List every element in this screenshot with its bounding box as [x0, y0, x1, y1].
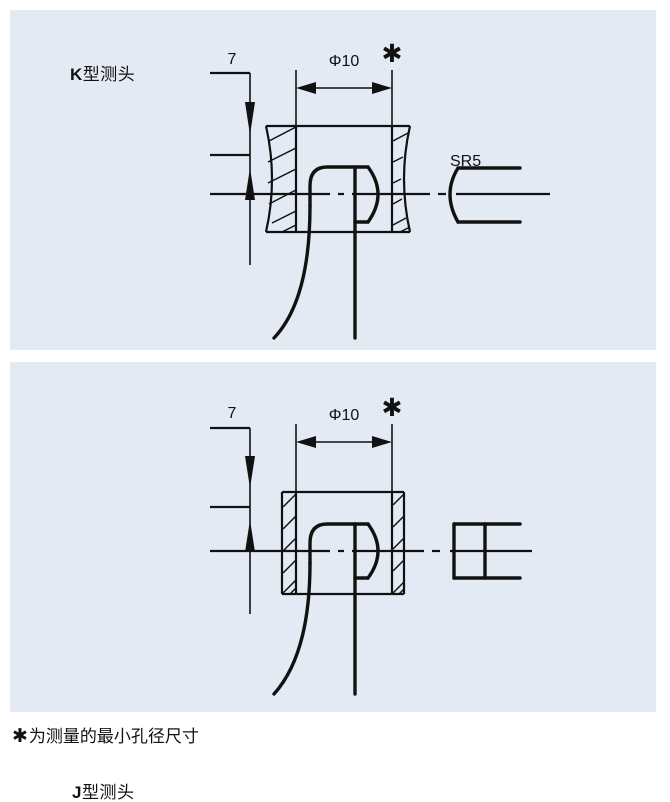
k-probe-hook-top — [308, 165, 370, 208]
j-star-marker: ✱ — [382, 394, 403, 422]
footnote-text: 为测量的最小孔径尺寸 — [28, 727, 199, 746]
k-depth-label: 7 — [228, 51, 237, 68]
j-probe-stem-curved — [272, 561, 312, 696]
j-type-probe-drawing: 7 Φ10 ✱ — [210, 394, 532, 696]
k-title-rest: 型测头 — [82, 65, 136, 84]
j-bore-arrow-right — [372, 436, 392, 448]
panel-k-type-probe: 7 Φ10 SR5 ✱ K型测头 — [10, 10, 656, 350]
k-side-view-spherical-tip — [448, 166, 522, 224]
k-type-panel-title: K型测头 — [70, 66, 135, 83]
panel-j-type-probe: 7 Φ10 ✱ J型测头 — [10, 362, 656, 801]
j-left-wall-hatching — [282, 493, 297, 595]
j-side-view-flat-tip — [452, 522, 522, 580]
k-bore-arrow-right — [372, 82, 392, 94]
j-depth-arrow-lower — [245, 520, 255, 552]
j-bore-label: Φ10 — [329, 407, 360, 424]
k-right-wall-hatching — [392, 132, 411, 233]
k-bore-label: Φ10 — [329, 53, 360, 70]
j-right-wall-hatching — [392, 493, 405, 595]
k-radius-label: SR5 — [450, 153, 481, 170]
footnote: ✱为测量的最小孔径尺寸 — [12, 727, 199, 746]
k-title-letter: K — [70, 65, 83, 84]
k-depth-arrow-upper — [245, 102, 255, 135]
j-bore-arrow-left — [296, 436, 316, 448]
k-probe-stem-curved — [272, 204, 312, 340]
j-depth-arrow-upper — [245, 456, 255, 488]
k-left-wall-hatching — [267, 126, 297, 233]
k-type-probe-drawing: 7 Φ10 SR5 ✱ — [210, 40, 550, 340]
j-title-rest: 型测头 — [81, 783, 135, 802]
k-bore-arrow-left — [296, 82, 316, 94]
k-depth-arrow-lower — [245, 168, 255, 200]
j-depth-label: 7 — [228, 405, 237, 422]
k-right-wall-outer — [402, 125, 412, 233]
footnote-star-icon: ✱ — [12, 726, 28, 747]
j-title-letter: J — [72, 783, 82, 802]
k-left-wall-outer — [264, 125, 274, 233]
j-probe-hook-top — [308, 522, 370, 565]
k-star-marker: ✱ — [382, 40, 403, 68]
j-type-panel-title: J型测头 — [72, 784, 134, 801]
